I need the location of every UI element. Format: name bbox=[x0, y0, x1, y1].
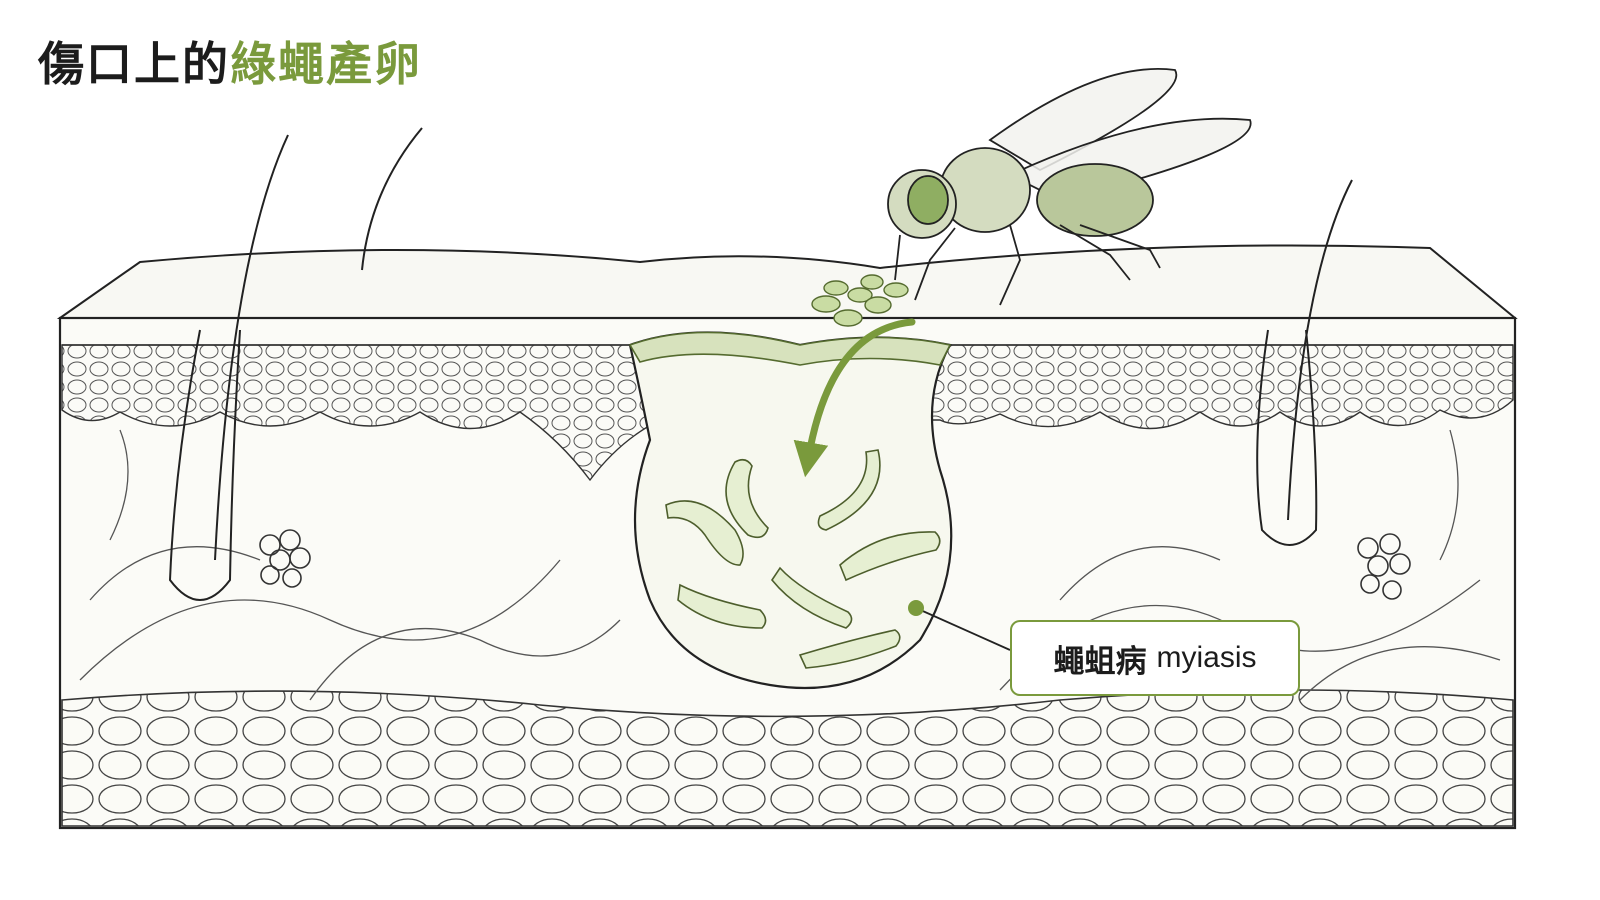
callout-leader bbox=[915, 607, 1011, 651]
callout-chinese: 蠅蛆病 bbox=[1053, 643, 1147, 680]
egg-cluster-icon bbox=[811, 274, 909, 327]
fat-layer bbox=[61, 689, 1514, 827]
callout-dot bbox=[908, 600, 924, 616]
title-highlight: 綠蠅產卵 bbox=[230, 37, 422, 91]
hair-follicle-right bbox=[1256, 179, 1353, 546]
curved-arrow-icon bbox=[793, 318, 916, 478]
title-prefix: 傷口上的 bbox=[38, 37, 230, 91]
page-title: 傷口上的綠蠅產卵 bbox=[38, 28, 422, 94]
hair-follicle-left bbox=[168, 134, 289, 601]
sweat-gland-right bbox=[1357, 533, 1411, 600]
maggot-icon bbox=[665, 449, 941, 669]
hair-left-small bbox=[361, 127, 423, 271]
callout-english: myiasis bbox=[1156, 641, 1257, 674]
sweat-gland-left bbox=[259, 529, 311, 588]
myiasis-callout-label: 蠅蛆病 myiasis bbox=[1010, 620, 1300, 696]
skin-surface bbox=[56, 244, 1518, 319]
fly-icon bbox=[887, 68, 1252, 306]
